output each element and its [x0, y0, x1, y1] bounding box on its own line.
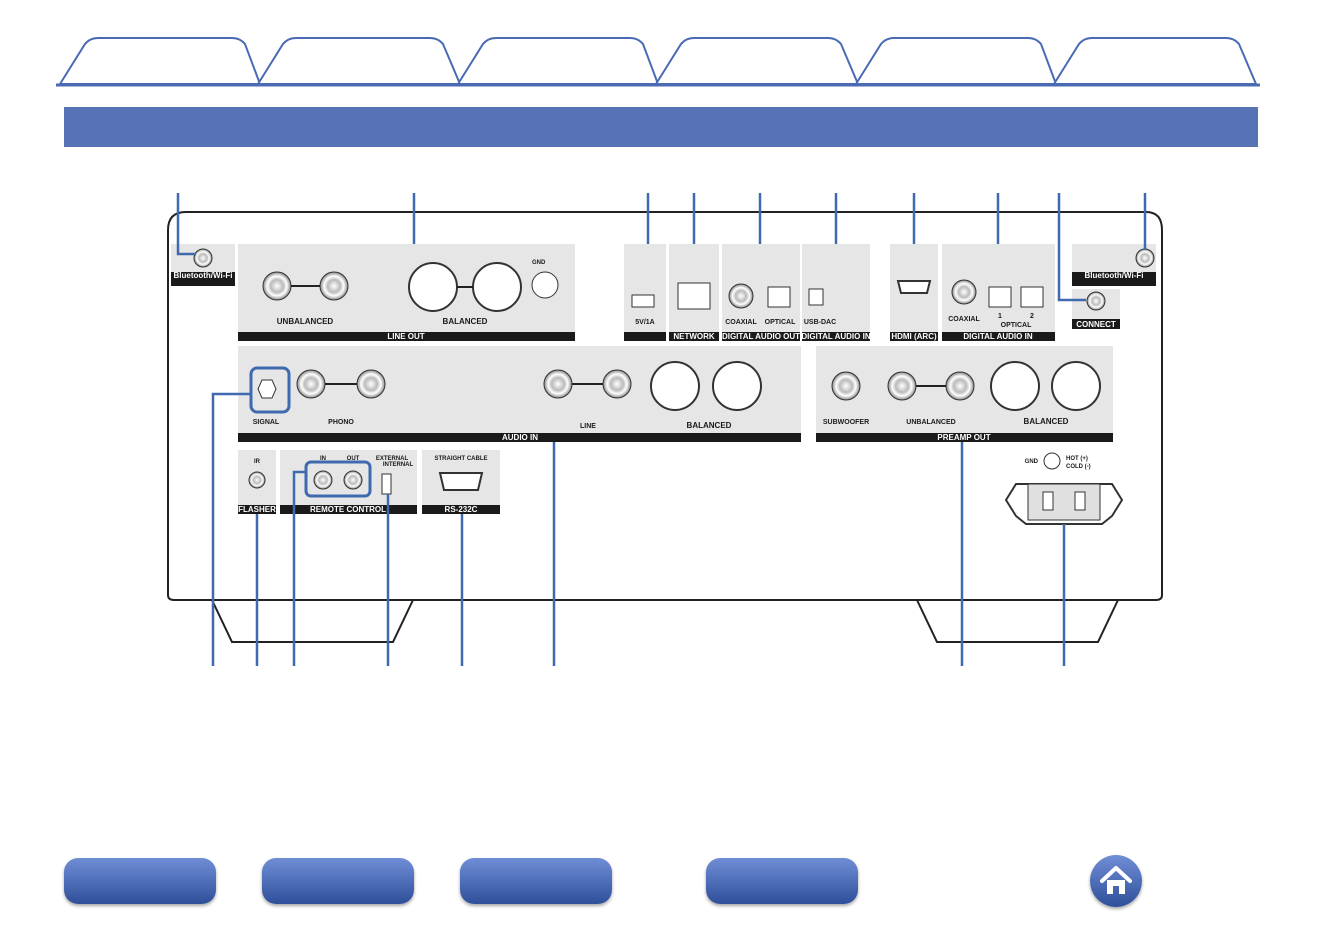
unbalanced-label: UNBALANCED [277, 317, 334, 326]
tab-4[interactable] [654, 37, 860, 85]
usb-power-panel: 5V/1A [624, 244, 666, 341]
ir-in-label: IR [254, 459, 261, 465]
line-out-label: LINE OUT [387, 332, 424, 341]
subwoofer-label: SUBWOOFER [823, 419, 869, 426]
tab-bar [56, 37, 1260, 87]
antenna-left-panel: Bluetooth/Wi-Fi [171, 244, 235, 286]
usb-power-label: 5V/1A [635, 319, 654, 326]
digital-audio-out-label: DIGITAL AUDIO OUT [722, 332, 800, 341]
nav-button-4[interactable] [706, 858, 858, 904]
optical-in-label: OPTICAL [1001, 322, 1032, 329]
flasher-panel: IR FLASHER [238, 450, 276, 514]
network-panel: NETWORK [669, 244, 719, 341]
internal-label: INTERNAL [383, 462, 414, 468]
digital-audio-in-label-2: DIGITAL AUDIO IN [963, 332, 1032, 341]
coaxial-out-label: COAXIAL [725, 319, 757, 326]
nav-button-1[interactable] [64, 858, 216, 904]
rs232c-label: RS-232C [445, 505, 478, 514]
tab-3[interactable] [456, 37, 660, 85]
usb-dac-label: USB-DAC [804, 319, 836, 326]
home-button[interactable] [1090, 855, 1142, 907]
callout-lines [176, 193, 1147, 666]
line-out-panel: LINE OUT UNBALANCED BALANCED GND [238, 244, 575, 341]
balanced-in-label: BALANCED [687, 421, 732, 430]
ac-gnd-label: GND [1025, 459, 1039, 465]
home-icon [1100, 866, 1132, 894]
rear-panel-diagram: Bluetooth/Wi-Fi LINE OUT UNBALANCED BALA… [167, 193, 1163, 666]
tab-1[interactable] [58, 37, 262, 85]
preamp-out-label: PREAMP OUT [937, 433, 990, 442]
digital-audio-out-panel: COAXIAL OPTICAL DIGITAL AUDIO OUT [722, 244, 800, 341]
hdmi-label: HDMI (ARC) [891, 332, 937, 341]
optical-1-label: 1 [998, 313, 1002, 320]
connect-panel: CONNECT [1072, 289, 1120, 329]
ac-inlet: GND HOT (+) COLD (-) [1004, 452, 1124, 525]
signal-gnd-label: SIGNAL [253, 419, 280, 426]
foot-right [916, 599, 1119, 643]
audio-in-label: AUDIO IN [502, 433, 538, 442]
antenna-right-label: Bluetooth/Wi-Fi [1084, 271, 1143, 280]
rc-out-label: OUT [347, 456, 360, 462]
straight-cable-label: STRAIGHT CABLE [435, 456, 488, 462]
tab-5[interactable] [854, 37, 1058, 85]
balanced-out-label: BALANCED [1024, 417, 1069, 426]
rc-in-label: IN [320, 456, 326, 462]
tab-2[interactable] [256, 37, 462, 85]
external-label: EXTERNAL [376, 456, 409, 462]
gnd-label: GND [532, 260, 546, 266]
digital-audio-in-panel: COAXIAL 1 2 OPTICAL DIGITAL AUDIO IN [942, 244, 1055, 341]
line-label: LINE [580, 423, 596, 430]
antenna-right-panel: Bluetooth/Wi-Fi [1072, 244, 1156, 286]
balanced-label: BALANCED [443, 317, 488, 326]
connect-label: CONNECT [1076, 320, 1116, 329]
nav-button-2[interactable] [262, 858, 414, 904]
phono-label: PHONO [328, 419, 354, 426]
remote-control-panel: IN OUT EXTERNAL INTERNAL REMOTE CONTROL [280, 450, 417, 514]
hdmi-panel: HDMI (ARC) [890, 244, 938, 341]
foot-left [211, 599, 414, 643]
optical-2-label: 2 [1030, 313, 1034, 320]
audio-in-panel: AUDIO IN SIGNAL PHONO LINE BALANCED [238, 346, 801, 442]
network-label: NETWORK [673, 332, 715, 341]
usb-dac-panel: USB-DAC DIGITAL AUDIO IN [801, 244, 871, 341]
flasher-label: FLASHER [238, 505, 276, 514]
section-title-bar [64, 107, 1258, 147]
rs232c-panel: STRAIGHT CABLE RS-232C [422, 450, 500, 514]
ac-cold-label: COLD (-) [1066, 464, 1091, 470]
coaxial-in-label: COAXIAL [948, 316, 980, 323]
preamp-out-panel: PREAMP OUT SUBWOOFER UNBALANCED BALANCED [816, 346, 1113, 442]
tab-6[interactable] [1052, 37, 1258, 85]
remote-control-label: REMOTE CONTROL [310, 505, 386, 514]
digital-audio-in-label-1: DIGITAL AUDIO IN [801, 332, 870, 341]
antenna-left-label-1: Bluetooth/Wi-Fi [173, 271, 232, 280]
unbalanced-out-label: UNBALANCED [906, 419, 955, 426]
ac-hot-label: HOT (+) [1066, 456, 1088, 462]
optical-out-label: OPTICAL [765, 319, 796, 326]
nav-button-3[interactable] [460, 858, 612, 904]
